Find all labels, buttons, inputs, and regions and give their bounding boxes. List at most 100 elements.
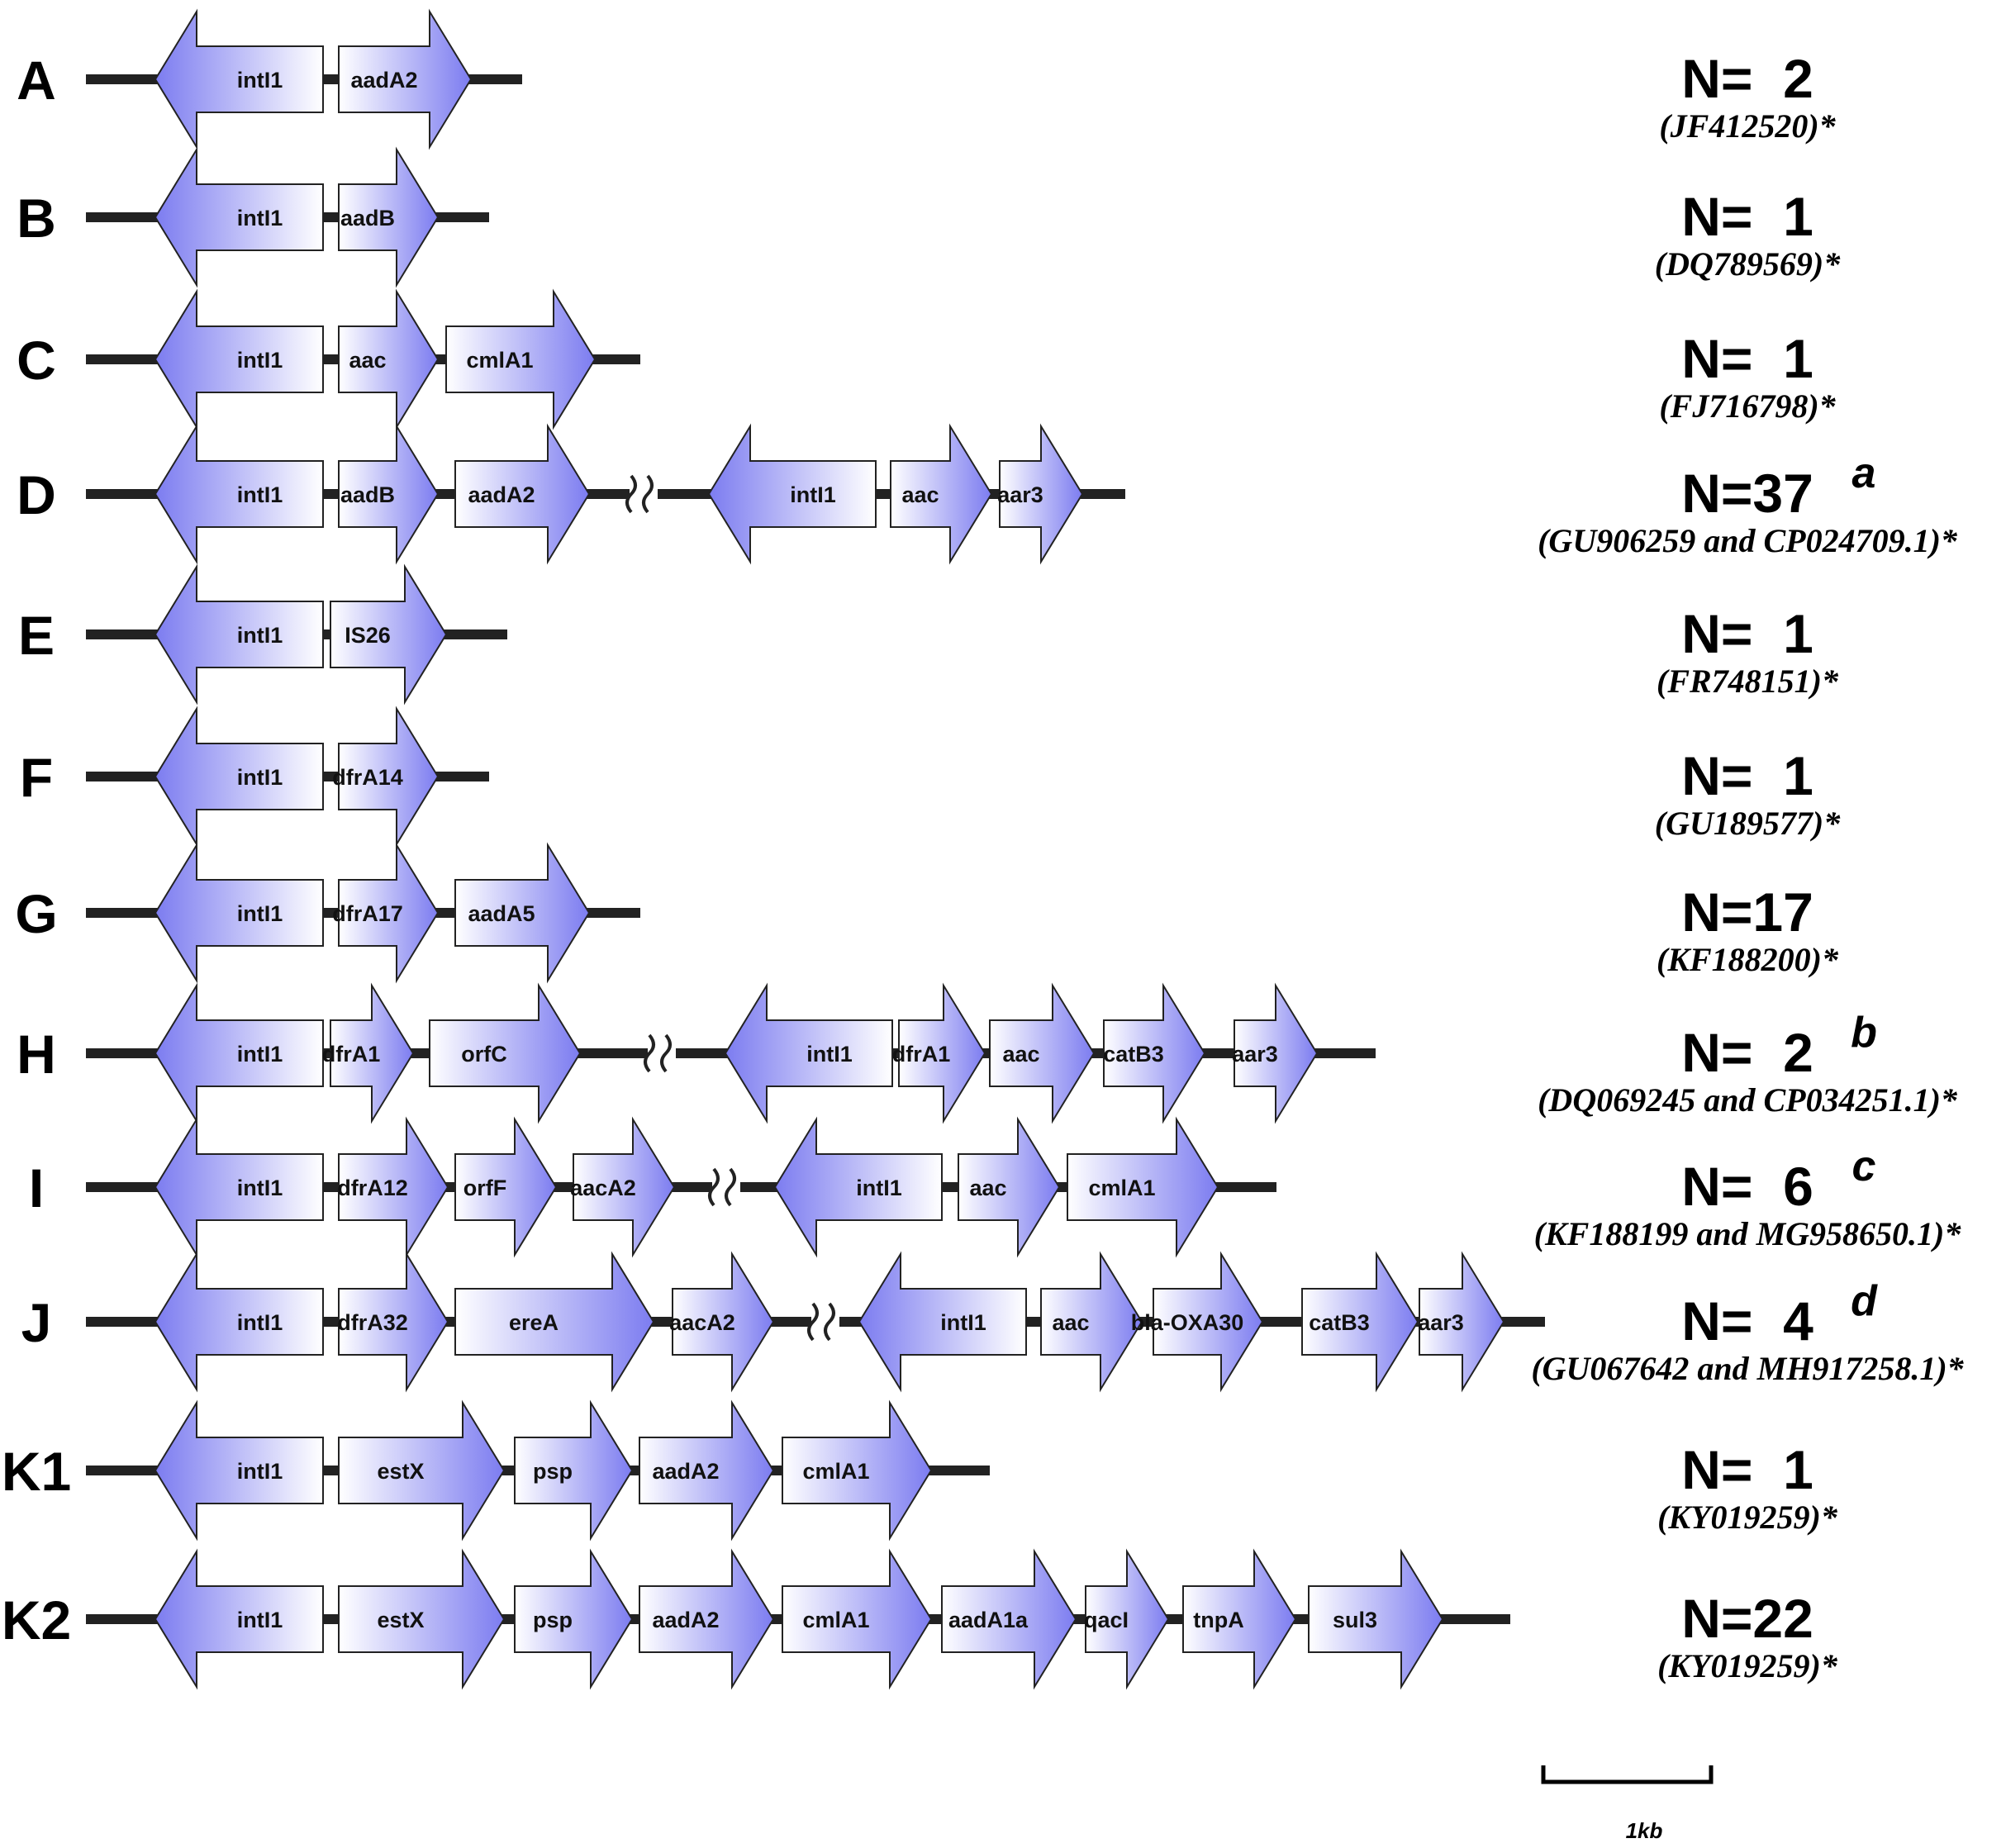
row-label: E <box>18 605 55 666</box>
gene-arrow-inti1 <box>707 423 877 565</box>
isolate-count: N= 1 <box>1681 745 1813 806</box>
accession-number: (GU189577)* <box>1655 805 1841 842</box>
gene-label: IS26 <box>345 623 391 648</box>
gene-arrow-bla-oxa30 <box>1153 1251 1264 1393</box>
gene-arrow-cmla1 <box>445 288 597 430</box>
gene-label: aadA2 <box>468 482 535 507</box>
gene-arrow-aada1a <box>941 1548 1077 1690</box>
gene-label: aacA2 <box>570 1176 636 1200</box>
gene-arrow-inti1 <box>154 1399 324 1542</box>
gene-label: intI1 <box>806 1042 853 1067</box>
gene-label: intI1 <box>237 623 283 648</box>
gene-label: cmlA1 <box>802 1459 869 1484</box>
gene-arrow-inti1 <box>154 842 324 984</box>
gene-arrow-aac <box>989 982 1096 1124</box>
gene-label: intI1 <box>790 482 836 507</box>
gene-label: cmlA1 <box>802 1608 869 1632</box>
gene-label: dfrA17 <box>332 901 403 926</box>
isolate-count: N= 2 <box>1681 1022 1813 1083</box>
row-label: F <box>20 747 53 808</box>
gene-arrow-inti1 <box>154 8 324 150</box>
gene-arrow-qaci <box>1085 1548 1170 1690</box>
gene-label: aadB <box>340 482 395 507</box>
gene-label: sul3 <box>1333 1608 1377 1632</box>
accession-number: (GU067642 and MH917258.1)* <box>1531 1350 1964 1387</box>
gene-arrow-orfc <box>429 982 582 1124</box>
accession-number: (DQ789569)* <box>1655 245 1841 283</box>
gene-arrow-inti1 <box>858 1251 1027 1393</box>
gene-arrow-cmla1 <box>782 1548 933 1690</box>
gene-arrow-inti1 <box>154 146 324 288</box>
gene-label: orfC <box>461 1042 507 1067</box>
gene-arrow-inti1 <box>154 423 324 565</box>
gene-label: intI1 <box>237 68 283 93</box>
gene-label: intI1 <box>856 1176 902 1200</box>
row-label: H <box>17 1024 56 1085</box>
row-label: K1 <box>2 1441 71 1502</box>
isolate-count: N=37 <box>1681 463 1813 524</box>
gene-label: dfrA12 <box>337 1176 408 1200</box>
gene-arrow-sul3 <box>1308 1548 1444 1690</box>
isolate-count: N= 6 <box>1681 1156 1813 1217</box>
gene-arrow-erea <box>454 1251 655 1393</box>
gene-label: catB3 <box>1309 1310 1370 1335</box>
gene-arrow-cmla1 <box>1067 1116 1219 1258</box>
gene-label: aadB <box>340 206 395 230</box>
gene-arrow-aar3 <box>1419 1251 1505 1393</box>
gene-arrow-catb3 <box>1301 1251 1419 1393</box>
accession-number: (KF188199 and MG958650.1)* <box>1534 1215 1962 1252</box>
gene-label: estX <box>377 1459 424 1484</box>
gene-arrow-dfra32 <box>338 1251 449 1393</box>
gene-arrow-aadb <box>338 146 440 288</box>
gene-arrow-psp <box>514 1548 634 1690</box>
isolate-count: N= 2 <box>1681 48 1813 109</box>
gene-label: aac <box>1002 1042 1039 1067</box>
gene-arrow-aac <box>338 288 440 430</box>
gene-arrow-aac <box>890 423 993 565</box>
gene-label: dfrA14 <box>332 765 403 790</box>
gene-arrow-inti1 <box>773 1116 943 1258</box>
gene-arrow-aada2 <box>338 8 473 150</box>
gene-label: qacI <box>1084 1608 1129 1632</box>
gene-arrow-aar3 <box>1234 982 1319 1124</box>
gene-arrow-inti1 <box>154 563 324 705</box>
gene-arrow-inti1 <box>154 1251 324 1393</box>
gene-label: bla-OXA30 <box>1131 1310 1244 1335</box>
gene-label: aac <box>969 1176 1006 1200</box>
gene-label: aac <box>349 348 386 373</box>
gene-arrow-estx <box>338 1399 506 1542</box>
gene-arrow-orff <box>454 1116 558 1258</box>
gene-arrow-aaca2 <box>672 1251 775 1393</box>
gene-label: psp <box>533 1608 573 1632</box>
gene-arrow-aar3 <box>999 423 1084 565</box>
gene-label: aac <box>1052 1310 1089 1335</box>
gene-arrow-dfra1 <box>330 982 415 1124</box>
accession-number: (KY019259)* <box>1657 1499 1838 1536</box>
gene-label: intI1 <box>237 1310 283 1335</box>
gene-label: catB3 <box>1103 1042 1164 1067</box>
accession-number: (KY019259)* <box>1657 1647 1838 1684</box>
gene-label: tnpA <box>1193 1608 1243 1632</box>
accession-number: (KF188200)* <box>1657 941 1839 978</box>
gene-arrow-dfra1 <box>898 982 986 1124</box>
gene-label: dfrA1 <box>892 1042 951 1067</box>
gene-label: intI1 <box>237 206 283 230</box>
gene-label: aadA2 <box>652 1608 719 1632</box>
gene-arrow-inti1 <box>154 982 324 1124</box>
footnote-marker: a <box>1852 449 1876 497</box>
gene-label: aar3 <box>1418 1310 1464 1335</box>
gene-arrow-estx <box>338 1548 506 1690</box>
gene-label: cmlA1 <box>1088 1176 1155 1200</box>
gene-arrow-psp <box>514 1399 634 1542</box>
footnote-marker: d <box>1851 1277 1878 1325</box>
gene-arrow-inti1 <box>724 982 893 1124</box>
